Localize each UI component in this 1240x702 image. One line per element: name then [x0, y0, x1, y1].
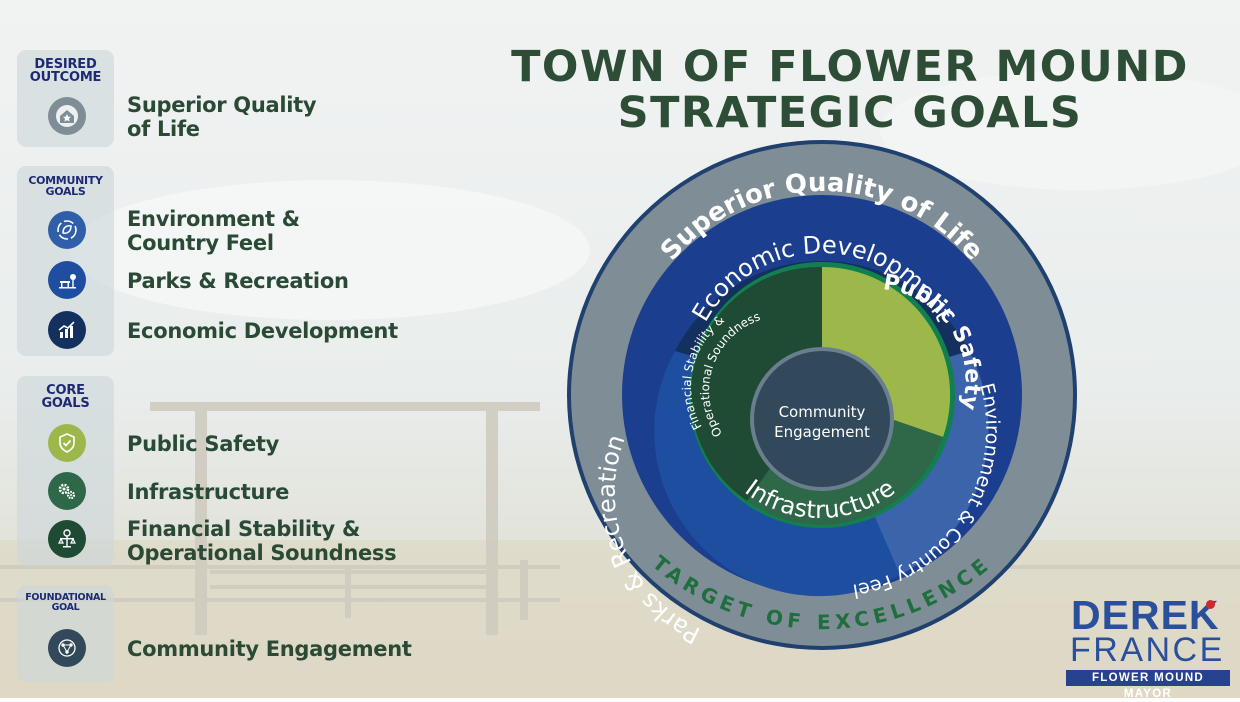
financial-label: Financial Stability &Operational Soundne…: [127, 517, 397, 565]
money-scale-icon: [48, 520, 86, 558]
parks-label: Parks & Recreation: [127, 269, 349, 293]
derek-france-logo: DEREK FRANCE FLOWER MOUND MAYOR: [1066, 592, 1230, 700]
network-icon: [48, 629, 86, 667]
public-safety-label: Public Safety: [127, 432, 280, 456]
center-label-2: Engagement: [774, 423, 870, 441]
logo-line-1: DEREK: [1071, 592, 1220, 638]
economic-label: Economic Development: [127, 319, 398, 343]
financial-segment: [690, 266, 822, 501]
gears-icon: [48, 472, 86, 510]
leaf-cycle-icon: [48, 211, 86, 249]
shield-check-icon: [48, 424, 86, 462]
title-line-2: STRATEGIC GOALS: [617, 88, 1083, 138]
community-engagement-label: Community Engagement: [127, 637, 412, 661]
title-line-1: TOWN OF FLOWER MOUND: [511, 42, 1189, 92]
growth-chart-icon: [48, 311, 86, 349]
home-star-icon: [48, 97, 86, 135]
logo-line-2: FRANCE: [1070, 631, 1225, 669]
gate-frame: [0, 402, 1240, 635]
logo-dot: [1206, 600, 1215, 609]
infrastructure-label: Infrastructure: [127, 480, 290, 504]
page-title: TOWN OF FLOWER MOUND STRATEGIC GOALS: [440, 44, 1240, 136]
environment-label: Environment &Country Feel: [127, 207, 300, 255]
center-circle: [754, 351, 890, 487]
logo-line-3: FLOWER MOUND MAYOR: [1066, 670, 1230, 700]
center-label-1: Community: [779, 403, 866, 421]
park-bench-icon: [48, 261, 86, 299]
